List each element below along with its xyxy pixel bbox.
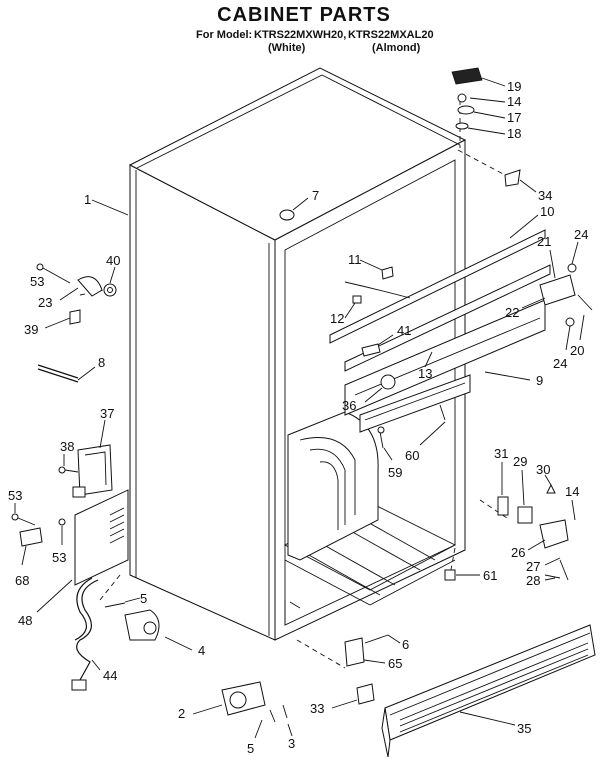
callout-8: 8 [98,355,105,370]
small-parts [11,67,593,723]
callout-24b: 24 [553,356,567,371]
callout-68: 68 [15,573,29,588]
callout-38: 38 [60,439,74,454]
callout-4: 4 [198,643,205,658]
callout-21: 21 [537,234,551,249]
callout-27: 27 [526,559,540,574]
variant-almond: (Almond) [372,42,421,54]
callout-41: 41 [397,323,411,338]
callout-14b: 14 [565,484,579,499]
callout-53b: 53 [8,488,22,503]
callout-13: 13 [418,366,432,381]
model-prefix: For Model: [196,29,253,41]
callout-20: 20 [570,343,584,358]
callout-3: 3 [288,736,295,751]
callout-17: 17 [507,110,521,125]
callout-53a: 53 [30,274,44,289]
callout-14a: 14 [507,94,521,109]
callout-19: 19 [507,79,521,94]
callout-9: 9 [536,373,543,388]
callout-37: 37 [100,406,114,421]
callout-labels: 1 2 3 4 5 5 6 7 8 9 10 11 12 13 14 14 17 [8,77,588,756]
callout-44: 44 [103,668,117,683]
callout-22: 22 [505,305,519,320]
callout-11: 11 [348,252,362,267]
page-title: CABINET PARTS [217,4,391,26]
callout-61: 61 [483,568,497,583]
shelf-rails [329,229,551,433]
callout-26: 26 [511,545,525,560]
callout-23: 23 [38,295,52,310]
callout-28: 28 [526,573,540,588]
callout-48: 48 [18,613,32,628]
callout-12: 12 [330,311,344,326]
toe-grille [381,624,596,758]
cabinet-shell [128,67,467,641]
callout-60: 60 [405,448,419,463]
callout-10: 10 [540,204,554,219]
callout-59: 59 [388,465,402,480]
variant-white: (White) [268,42,306,54]
callout-2: 2 [178,706,185,721]
callout-39: 39 [24,322,38,337]
callout-7: 7 [312,188,319,203]
callout-53c: 53 [52,550,66,565]
model-number-white: KTRS22MXWH20, [254,29,347,41]
callout-5b: 5 [247,741,254,756]
callout-18: 18 [507,126,521,141]
callout-5a: 5 [140,591,147,606]
callout-40: 40 [106,253,120,268]
callout-35: 35 [517,721,531,736]
callout-31: 31 [494,446,508,461]
callout-36: 36 [342,398,356,413]
callout-30: 30 [536,462,550,477]
callout-1: 1 [84,192,91,207]
callout-65: 65 [388,656,402,671]
model-number-almond: KTRS22MXAL20 [348,29,434,41]
callout-34: 34 [538,188,552,203]
callout-24a: 24 [574,227,588,242]
callout-33: 33 [310,701,324,716]
callout-29: 29 [513,454,527,469]
header: CABINET PARTS For Model: KTRS22MXWH20, K… [0,0,608,70]
callout-6: 6 [402,637,409,652]
